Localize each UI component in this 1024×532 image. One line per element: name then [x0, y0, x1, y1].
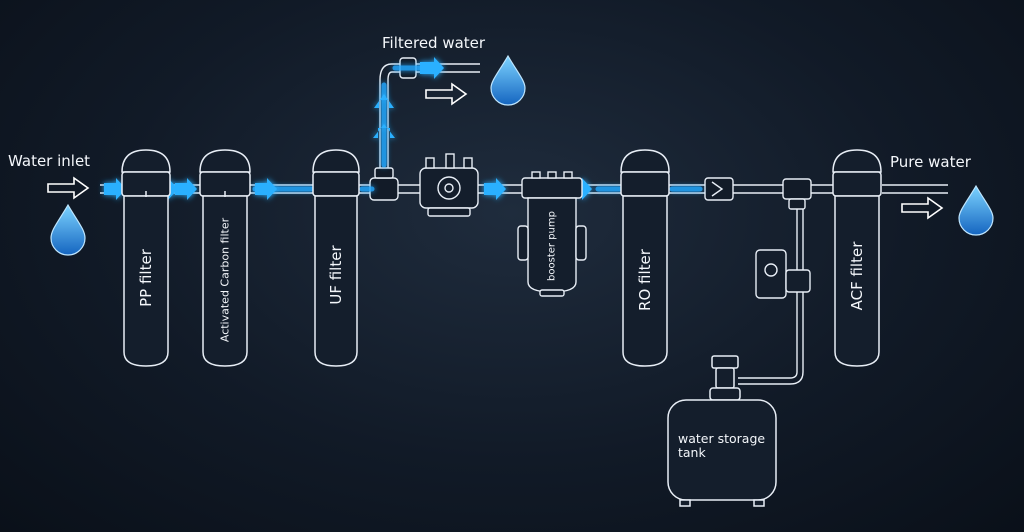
- acf-filter-cartridge: [832, 149, 882, 367]
- water-drop-icon: [50, 203, 86, 256]
- pp-filter-cartridge: [121, 149, 171, 367]
- booster-pump-label: booster pump: [546, 211, 558, 281]
- flow-arrow-icon: [420, 57, 444, 79]
- booster-pump-unit: [517, 171, 587, 297]
- filtered-water-label: Filtered water: [382, 34, 486, 52]
- ro-filter-cartridge: [620, 149, 670, 367]
- direction-arrows: [47, 82, 944, 220]
- activated-carbon-filter-cartridge: [199, 149, 251, 367]
- acf-filter-label: ACF filter: [848, 241, 866, 311]
- flow-arrow-icon: [175, 178, 197, 200]
- flow-arrow-icon: [373, 124, 395, 138]
- uf-filter-label: UF filter: [327, 245, 345, 305]
- flow-arrow-icon: [374, 94, 394, 108]
- filter-cartridges: [121, 149, 882, 367]
- water-storage-tank-label: water storage tank: [678, 431, 766, 460]
- flow-arrow-icon: [255, 178, 277, 200]
- water-drops: [50, 54, 994, 256]
- pipe-fittings: [369, 57, 812, 210]
- direction-arrow-icon: [47, 176, 90, 200]
- ro-filter-label: RO filter: [636, 249, 654, 311]
- direction-arrow-icon: [901, 196, 944, 220]
- pp-filter-label: PP filter: [137, 249, 155, 307]
- activated-carbon-filter-label: Activated Carbon filter: [218, 217, 232, 343]
- water-inlet-label: Water inlet: [8, 152, 91, 170]
- pressure-switch: [755, 249, 811, 299]
- flow-arrow-icon: [104, 178, 126, 200]
- pure-water-label: Pure water: [890, 153, 971, 171]
- water-drop-icon: [958, 184, 994, 236]
- water-storage-tank: [667, 355, 777, 507]
- inlet-valve: [419, 153, 479, 217]
- uf-filter-cartridge: [312, 149, 360, 367]
- flow-arrow-icon: [484, 178, 506, 200]
- direction-arrow-icon: [425, 82, 468, 106]
- water-drop-icon: [490, 54, 526, 106]
